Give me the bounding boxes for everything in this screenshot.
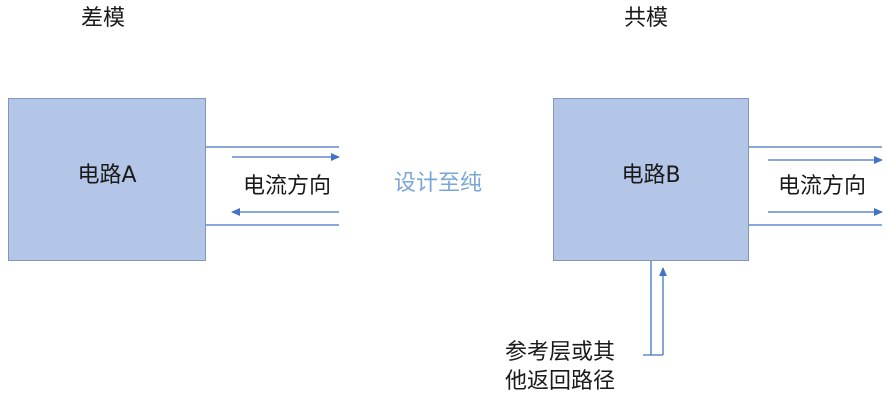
watermark-text: 设计至纯 xyxy=(394,171,483,196)
return-path-label-line1: 参考层或其 xyxy=(505,340,616,365)
differential-mode-title: 差模 xyxy=(81,6,126,31)
current-direction-label-b: 电流方向 xyxy=(778,174,867,199)
return-path-label-line2: 他返回路径 xyxy=(505,369,616,394)
common-mode-title: 共模 xyxy=(624,6,669,31)
current-direction-label-a: 电流方向 xyxy=(243,174,332,199)
return-path-label: 参考层或其 他返回路径 xyxy=(505,338,615,396)
circuit-b-label: 电路B xyxy=(621,162,681,188)
circuit-a-box: 电路A xyxy=(8,98,206,261)
circuit-a-label: 电路A xyxy=(77,162,137,188)
circuit-b-box: 电路B xyxy=(553,98,749,261)
